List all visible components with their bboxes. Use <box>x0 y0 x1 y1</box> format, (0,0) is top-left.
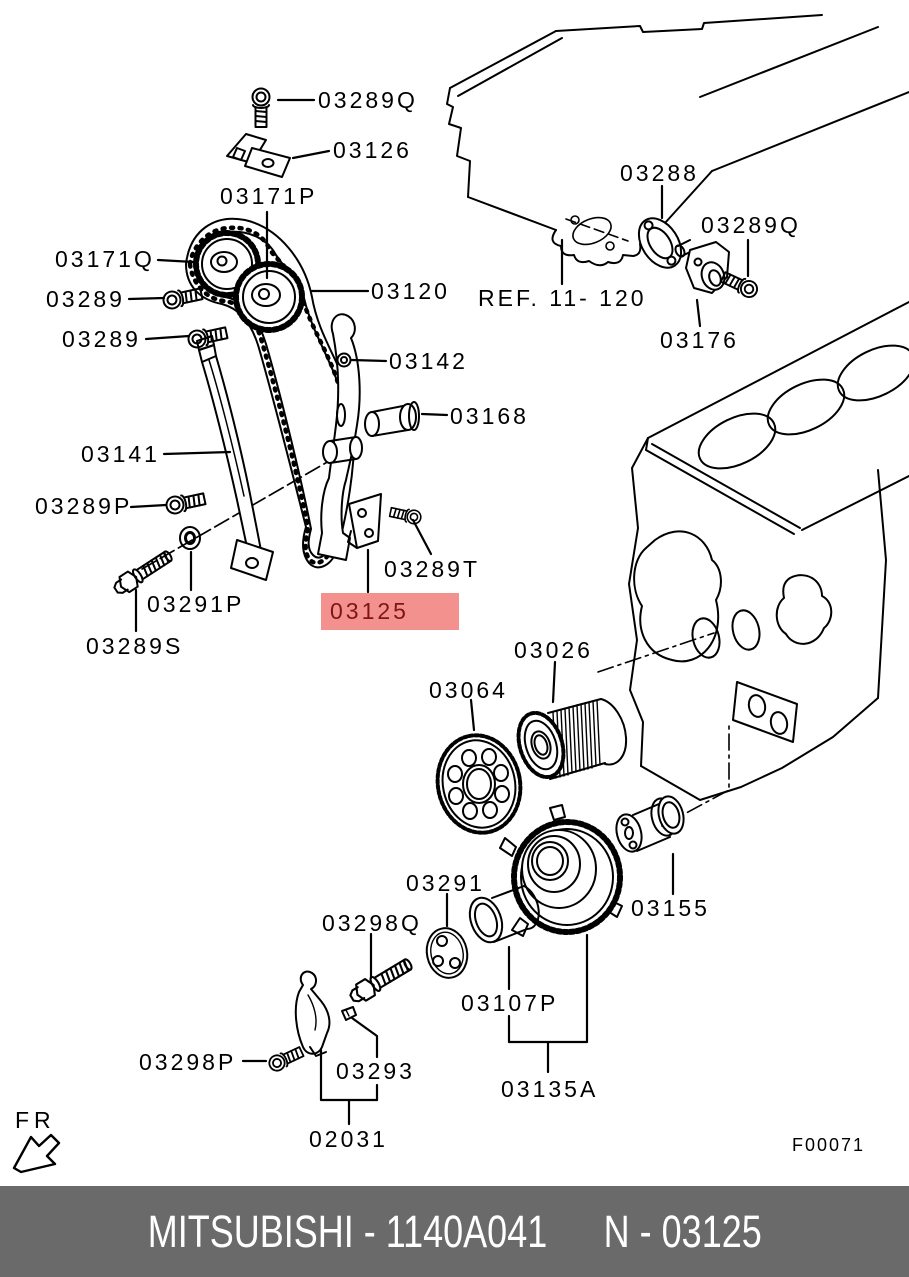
part-label-03298p[interactable]: 03298P <box>139 1049 237 1075</box>
footer-part-number: N - 03125 <box>603 1205 762 1257</box>
part-label-03289p[interactable]: 03289P <box>35 493 133 519</box>
tensioner-03168 <box>364 401 420 437</box>
leader-lines <box>127 98 750 1126</box>
sleeve-03107p <box>468 885 540 944</box>
stud-03289s <box>110 546 176 599</box>
part-label-03064[interactable]: 03064 <box>429 677 508 703</box>
part-label-03107p[interactable]: 03107P <box>461 990 559 1016</box>
part-label-03289-a[interactable]: 03289 <box>46 286 125 312</box>
part-label-03293[interactable]: 03293 <box>336 1058 415 1084</box>
plate-03125 <box>347 493 382 549</box>
part-label-03171p[interactable]: 03171P <box>220 183 318 209</box>
engine-block <box>628 301 909 801</box>
fr-arrow <box>12 1133 61 1174</box>
part-label-03125-highlighted[interactable]: 03125 <box>330 598 409 625</box>
bolt-03289-b <box>185 323 230 351</box>
flange-03288 <box>637 217 683 269</box>
part-label-03291p[interactable]: 03291P <box>147 591 245 617</box>
part-label-02031[interactable]: 02031 <box>309 1126 388 1152</box>
part-label-03289q-top[interactable]: 03289Q <box>318 87 418 113</box>
part-label-03298q[interactable]: 03298Q <box>322 910 422 936</box>
footer-brand-part: MITSUBISHI - 1140A041 <box>147 1205 547 1257</box>
ref-label[interactable]: REF. 11- 120 <box>478 285 647 311</box>
part-label-03291[interactable]: 03291 <box>406 870 485 896</box>
cylinder-head-cover <box>446 14 909 267</box>
sprocket-03135a <box>499 804 623 937</box>
valve-03293 <box>341 1006 357 1021</box>
part-label-03126[interactable]: 03126 <box>333 137 412 163</box>
bolt-03298p <box>265 1043 306 1075</box>
parts-diagram-canvas <box>12 14 909 1174</box>
part-label-03289q-right[interactable]: 03289Q <box>701 212 801 238</box>
crank-sprocket-03026 <box>516 698 628 780</box>
oil-jet-02031 <box>294 970 331 1057</box>
highlighted-part-box[interactable]: 03125 <box>321 593 459 630</box>
part-label-03171q[interactable]: 03171Q <box>55 246 155 272</box>
sensor-03176 <box>674 239 730 294</box>
part-label-03176[interactable]: 03176 <box>660 327 739 353</box>
chain-guide-left <box>196 335 274 581</box>
bracket-03126 <box>226 133 291 178</box>
part-label-03120[interactable]: 03120 <box>371 278 450 304</box>
figure-code: F00071 <box>792 1135 866 1155</box>
part-label-03141[interactable]: 03141 <box>81 441 160 467</box>
part-label-03142[interactable]: 03142 <box>389 348 468 374</box>
part-label-03289s[interactable]: 03289S <box>86 633 184 659</box>
footer-bar: MITSUBISHI - 1140A041 N - 03125 <box>0 1186 909 1277</box>
part-label-03155[interactable]: 03155 <box>631 895 710 921</box>
bolt-03289t <box>388 504 423 526</box>
camshaft-sprockets <box>193 230 305 333</box>
bolt-03289-a <box>160 284 205 312</box>
spacer-03155 <box>615 795 685 853</box>
footer-text: MITSUBISHI - 1140A041 N - 03125 <box>147 1206 761 1258</box>
part-label-03026[interactable]: 03026 <box>514 637 593 663</box>
part-label-03289-b[interactable]: 03289 <box>62 326 141 352</box>
part-label-03289t[interactable]: 03289T <box>384 556 481 582</box>
fr-direction-label: FR <box>15 1107 56 1133</box>
stud-03298q <box>346 953 416 1008</box>
plate-03064 <box>435 733 523 835</box>
disc-03291 <box>425 927 469 979</box>
part-label-03288[interactable]: 03288 <box>620 160 699 186</box>
part-label-03135a[interactable]: 03135A <box>501 1076 599 1102</box>
bolt-03289p <box>163 489 208 517</box>
washer-03291p <box>179 526 201 550</box>
tensioner-lever <box>317 313 363 561</box>
bolt-03289q-top <box>251 87 271 128</box>
part-label-03168[interactable]: 03168 <box>450 403 529 429</box>
